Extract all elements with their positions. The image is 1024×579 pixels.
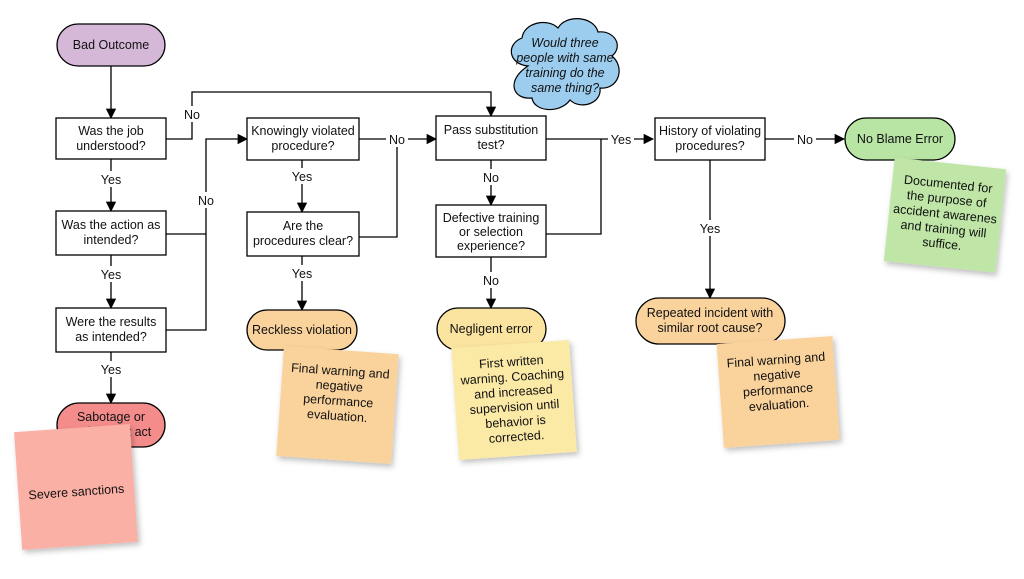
label-history-yes: Yes (700, 222, 720, 236)
decision-history: History of violating procedures? (654, 117, 766, 161)
negligent-note-line-4: supervision until (469, 397, 559, 417)
job-line-1: Was the job (78, 124, 144, 138)
repeated-note-line-3: performance (743, 381, 814, 400)
decision-procedures-clear: Are the procedures clear? (246, 211, 360, 257)
repeated-note-line-1: Final warning and (726, 350, 825, 371)
note-negligent: First written warning. Coaching and incr… (451, 340, 577, 460)
decision-action-intended: Was the action as intended? (55, 210, 167, 256)
results-line-1: Were the results (66, 315, 157, 329)
reckless-note-line-2: negative (315, 377, 363, 394)
no-blame-note-line-5: suffice. (922, 235, 963, 253)
clear-line-1: Are the (283, 219, 323, 233)
start-terminal: Bad Outcome (56, 23, 166, 67)
label-defective-no: No (483, 274, 499, 288)
reckless-label: Reckless violation (252, 323, 352, 337)
defective-line-2: or selection (459, 225, 523, 239)
label-results-yes: Yes (101, 363, 121, 377)
start-label: Bad Outcome (73, 38, 149, 52)
repeated-line-2: similar root cause? (658, 321, 763, 335)
note-repeated: Final warning and negative performance e… (716, 336, 840, 448)
decision-substitution-test: Pass substitution test? (435, 115, 547, 161)
label-job-yes: Yes (101, 173, 121, 187)
label-knowingly-yes: Yes (292, 170, 312, 184)
clear-line-2: procedures clear? (253, 234, 353, 248)
note-reckless: Final warning and negative performance e… (276, 346, 399, 464)
label-job-no: No (184, 108, 200, 122)
action-line-1: Was the action as (62, 218, 161, 232)
severe-line-1: Severe sanctions (28, 482, 125, 503)
negligent-label: Negligent error (450, 322, 533, 336)
negligent-note-line-3: and increased (474, 382, 553, 401)
label-substitution-yes: Yes (611, 133, 631, 147)
label-history-no: No (797, 133, 813, 147)
note-no-blame: Documented for the purpose of accident a… (883, 157, 1007, 273)
label-action-no: No (198, 194, 214, 208)
label-clear-yes: Yes (292, 267, 312, 281)
job-line-2: understood? (76, 139, 146, 153)
repeated-note-line-4: evaluation. (748, 396, 809, 414)
sabotage-line-1: Sabotage or (77, 410, 145, 424)
cloud-line-3: training do the (525, 66, 604, 80)
edge-results-no (166, 133, 249, 331)
action-line-2: intended? (84, 233, 139, 247)
decision-knowingly-violated: Knowingly violated procedure? (246, 117, 360, 161)
reckless-note-line-3: performance (303, 392, 374, 411)
decision-job-understood: Was the job understood? (55, 117, 167, 160)
label-substitution-no: No (483, 171, 499, 185)
defective-line-3: experience? (457, 239, 525, 253)
edge-defective-yes (546, 139, 602, 235)
negligent-terminal: Negligent error (436, 307, 547, 351)
knowingly-line-1: Knowingly violated (251, 124, 355, 138)
no-blame-terminal: No Blame Error (844, 117, 956, 161)
negligent-note-line-5: behavior is (485, 413, 546, 431)
reckless-note-line-1: Final warning and (291, 361, 390, 382)
label-knowingly-no: No (389, 133, 405, 147)
edge-clear-no (359, 139, 398, 238)
cloud-shape (510, 18, 620, 111)
repeated-terminal: Repeated incident with similar root caus… (635, 297, 786, 345)
repeated-note-line-2: negative (753, 366, 801, 383)
reckless-note-line-4: evaluation. (307, 407, 368, 425)
negligent-note-line-1: First written (479, 353, 544, 371)
note-severe-sanctions: Severe sanctions (14, 424, 138, 550)
cloud-line-2: people with same (515, 51, 613, 65)
substitution-line-1: Pass substitution (444, 123, 539, 137)
substitution-cloud: Would three people with same training do… (510, 18, 620, 111)
negligent-note-line-6: corrected. (488, 428, 544, 446)
cloud-line-1: Would three (531, 36, 598, 50)
knowingly-line-2: procedure? (271, 139, 334, 153)
reckless-terminal: Reckless violation (246, 309, 358, 351)
edge-labels: Yes Yes Yes No No Yes Yes No No No Yes Y… (98, 106, 816, 377)
history-line-1: History of violating (659, 124, 761, 138)
edge-job-no (166, 91, 497, 140)
decision-results-intended: Were the results as intended? (55, 307, 167, 353)
no-blame-label: No Blame Error (857, 132, 943, 146)
nodes: Bad Outcome Was the job understood? Was … (55, 18, 956, 448)
sticky-notes: Severe sanctions Final warning and negat… (14, 157, 1007, 550)
results-line-2: as intended? (75, 330, 147, 344)
repeated-line-1: Repeated incident with (647, 306, 774, 320)
cloud-line-4: same thing? (531, 81, 599, 95)
history-line-2: procedures? (675, 139, 745, 153)
decision-defective-training: Defective training or selection experien… (435, 204, 547, 258)
label-action-yes: Yes (101, 268, 121, 282)
substitution-line-2: test? (477, 138, 504, 152)
defective-line-1: Defective training (443, 211, 540, 225)
